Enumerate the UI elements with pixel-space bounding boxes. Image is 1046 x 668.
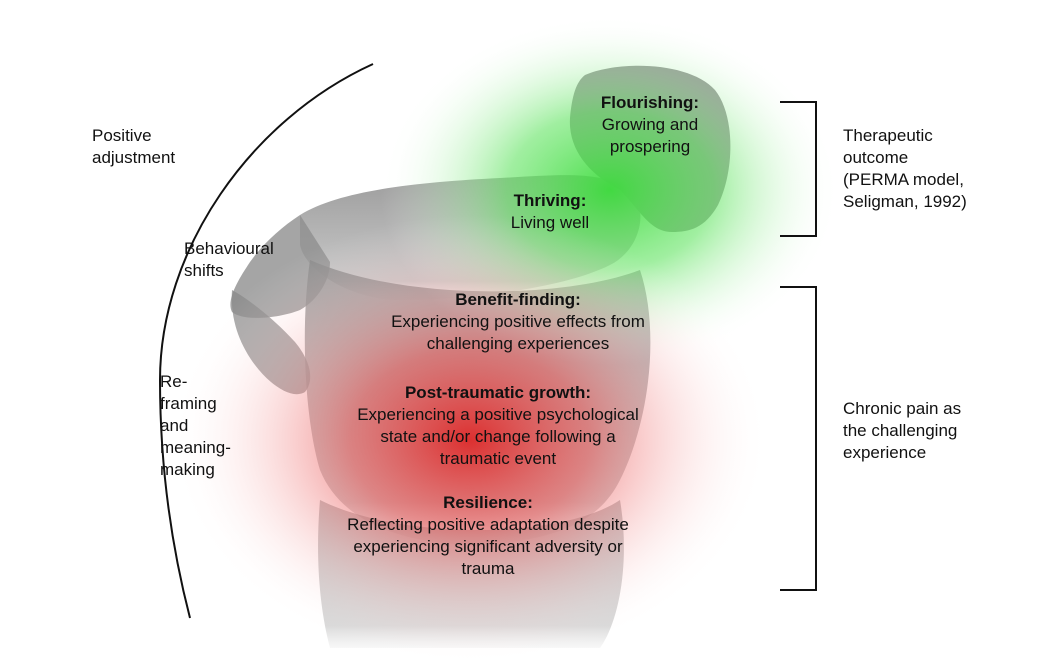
therapeutic-outcome-bracket: [780, 101, 817, 237]
positive-adjustment-arc: [158, 63, 374, 619]
level-thriving: Thriving: Living well: [470, 190, 630, 234]
label-chronic-pain: Chronic pain as the challenging experien…: [843, 399, 962, 462]
level-post-traumatic-growth: Post-traumatic growth: Experiencing a po…: [320, 382, 676, 470]
thriving-title: Thriving:: [513, 191, 587, 210]
label-positive-adjustment: Positive adjustment: [92, 126, 176, 167]
label-behavioural-shifts: Behavioural shifts: [184, 239, 274, 280]
ptg-title: Post-traumatic growth:: [404, 383, 592, 402]
resilience-title: Resilience:: [443, 493, 533, 512]
label-therapeutic-outcome: Therapeutic outcome (PERMA model, Seligm…: [843, 126, 967, 211]
benefit-finding-title: Benefit-finding:: [455, 290, 581, 309]
chronic-pain-bracket: [780, 286, 817, 591]
flourishing-title: Flourishing:: [600, 93, 700, 112]
label-reframing: Re- framing and meaning- making: [160, 372, 231, 479]
level-flourishing: Flourishing: Growing and prospering: [570, 92, 730, 158]
level-benefit-finding: Benefit-finding: Experiencing positive e…: [340, 289, 696, 355]
red-glow: [170, 215, 770, 665]
level-resilience: Resilience: Reflecting positive adaptati…: [310, 492, 666, 580]
